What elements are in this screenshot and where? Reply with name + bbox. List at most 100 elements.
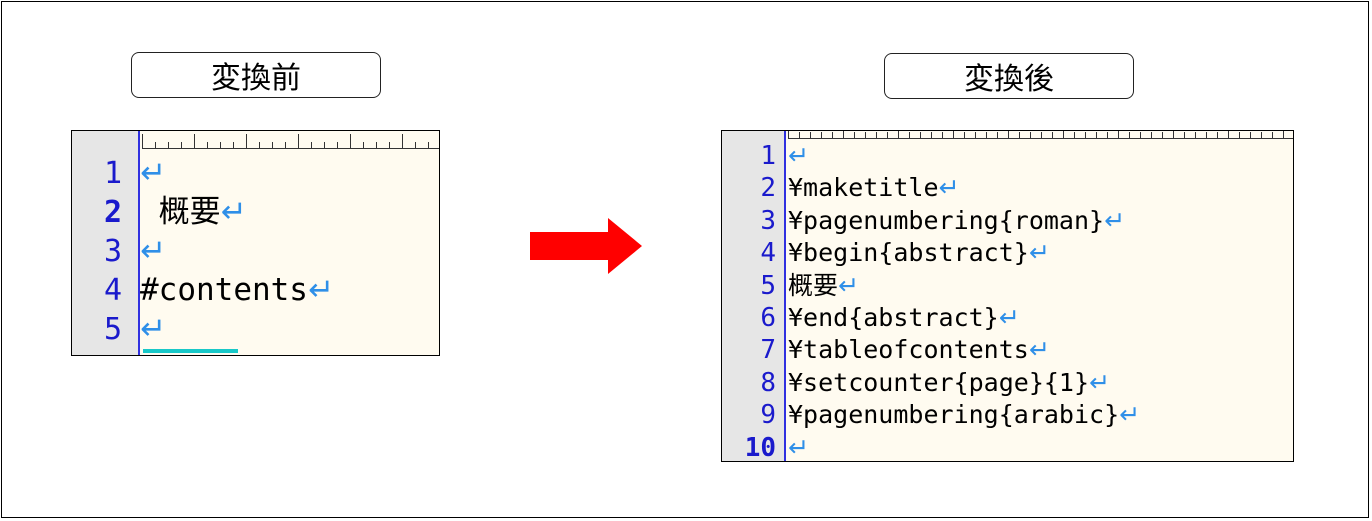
ruler-tick: [810, 132, 811, 138]
ruler-tick: [1239, 132, 1240, 138]
ruler-tick: [964, 132, 965, 138]
ruler-tick: [1217, 132, 1218, 138]
ruler-tick: [1195, 132, 1196, 138]
after-editor-panel: 1↵2¥maketitle↵3¥pagenumbering{roman}↵4¥b…: [721, 130, 1294, 462]
return-mark-icon: ↵: [788, 432, 809, 462]
ruler-tick: [181, 142, 182, 148]
code-line[interactable]: ¥pagenumbering{arabic}↵: [788, 399, 1140, 431]
after-label: 変換後: [884, 53, 1134, 99]
ruler-tick: [194, 134, 195, 148]
code-line[interactable]: #contents↵: [140, 271, 334, 310]
code-line[interactable]: ¥begin{abstract}↵: [788, 237, 1050, 269]
line-number: 2: [760, 173, 776, 204]
ruler-tick: [1184, 132, 1185, 138]
line-number: 6: [760, 303, 776, 333]
ruler-tick: [1206, 132, 1207, 138]
ruler-tick: [898, 131, 899, 138]
code-line[interactable]: ↵: [788, 140, 809, 172]
ruler-tick: [821, 132, 822, 138]
line-number: 2: [103, 195, 122, 230]
before-label: 変換前: [131, 52, 381, 98]
ruler-tick: [233, 142, 234, 148]
ruler-tick: [986, 132, 987, 138]
return-mark-icon: ↵: [1028, 335, 1050, 365]
ruler-tick: [220, 142, 221, 148]
ruler-tick: [428, 142, 429, 148]
right-arrow-icon: [530, 218, 642, 274]
code-text: #contents: [140, 272, 308, 308]
code-text: 概要: [140, 194, 221, 230]
ruler-tick: [337, 142, 338, 148]
ruler-tick: [1074, 132, 1075, 138]
ruler-tick: [1052, 132, 1053, 138]
after-label-text: 変換後: [964, 62, 1054, 97]
code-text: ¥pagenumbering{arabic}: [788, 400, 1120, 430]
code-line[interactable]: ¥maketitle↵: [788, 172, 959, 204]
ruler-tick: [997, 132, 998, 138]
ruler-tick: [1228, 131, 1229, 138]
ruler-tick: [788, 131, 789, 138]
code-line[interactable]: ¥tableofcontents↵: [788, 334, 1050, 366]
ruler-tick: [1063, 131, 1064, 138]
ruler-tick: [931, 132, 932, 138]
return-mark-icon: ↵: [788, 141, 809, 170]
ruler-tick: [155, 142, 156, 148]
ruler-tick: [843, 131, 844, 138]
ruler-tick: [1118, 131, 1119, 138]
ruler-tick: [1096, 132, 1097, 138]
ruler-tick: [920, 132, 921, 138]
line-number: 3: [760, 205, 776, 236]
code-line[interactable]: ¥setcounter{page}{1}↵: [788, 367, 1110, 399]
ruler-tick: [1030, 132, 1031, 138]
return-mark-icon: ↵: [1119, 400, 1141, 430]
ruler-tick: [363, 142, 364, 148]
line-number: 1: [760, 141, 776, 171]
code-text: ¥pagenumbering{roman}: [788, 205, 1105, 235]
code-line[interactable]: ¥end{abstract}↵: [788, 302, 1020, 334]
ruler-tick: [887, 132, 888, 138]
ruler-tick: [1261, 132, 1262, 138]
return-mark-icon: ↵: [140, 155, 166, 191]
return-mark-icon: ↵: [140, 233, 166, 269]
line-number: 5: [103, 312, 122, 347]
ruler: [788, 131, 1293, 139]
ruler-tick: [832, 132, 833, 138]
code-line[interactable]: ¥pagenumbering{roman}↵: [788, 205, 1125, 237]
code-line[interactable]: ↵: [140, 154, 166, 193]
ruler-tick: [142, 134, 143, 148]
ruler-tick: [1162, 132, 1163, 138]
ruler-tick: [1151, 132, 1152, 138]
return-mark-icon: ↵: [998, 303, 1020, 332]
line-number: 4: [760, 238, 776, 269]
ruler-tick: [168, 142, 169, 148]
line-number: 5: [760, 270, 776, 301]
return-mark-icon: ↵: [140, 311, 166, 347]
ruler-tick: [324, 142, 325, 148]
before-label-text: 変換前: [211, 61, 301, 96]
return-mark-icon: ↵: [838, 270, 859, 300]
code-line[interactable]: 概要↵: [788, 270, 859, 302]
line-number: 4: [103, 273, 122, 308]
ruler: [142, 131, 439, 149]
line-number: 9: [760, 400, 776, 431]
return-mark-icon: ↵: [1104, 205, 1126, 235]
ruler-tick: [376, 142, 377, 148]
ruler-tick: [285, 142, 286, 148]
ruler-tick: [1041, 132, 1042, 138]
ruler-tick: [1107, 132, 1108, 138]
ruler-tick: [298, 134, 299, 148]
ruler-tick: [415, 142, 416, 148]
ruler-tick: [942, 132, 943, 138]
line-number: 7: [760, 335, 776, 366]
ruler-tick: [1173, 131, 1174, 138]
code-line[interactable]: ↵: [140, 310, 166, 349]
gutter-divider: [138, 131, 140, 355]
ruler-tick: [1008, 131, 1009, 138]
return-mark-icon: ↵: [938, 173, 960, 203]
code-line[interactable]: ↵: [140, 232, 166, 271]
code-line[interactable]: ↵: [788, 432, 809, 462]
code-line[interactable]: 概要↵: [140, 193, 247, 232]
ruler-tick: [1019, 132, 1020, 138]
ruler-tick: [1250, 132, 1251, 138]
ruler-tick: [909, 132, 910, 138]
